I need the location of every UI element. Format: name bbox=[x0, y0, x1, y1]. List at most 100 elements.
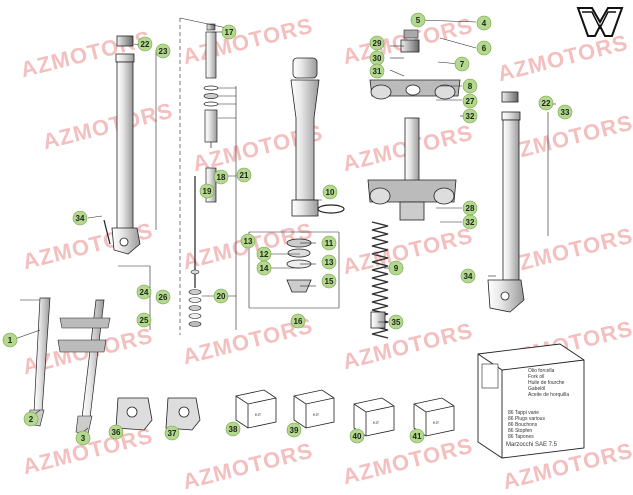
kit-box-text: KIT bbox=[313, 412, 320, 417]
callout-circle bbox=[388, 314, 404, 330]
callout-circle bbox=[369, 35, 385, 51]
callout-circle bbox=[476, 15, 492, 31]
callout-31: 31 bbox=[369, 63, 385, 79]
callout-circle bbox=[321, 273, 337, 289]
oil-label-line: Fork oil bbox=[528, 374, 545, 380]
callout-circle bbox=[462, 108, 478, 124]
kit-box-text: KIT bbox=[373, 420, 380, 425]
callout-9: 9 bbox=[388, 260, 404, 276]
callout-7: 7 bbox=[454, 56, 470, 72]
callout-number: 33 bbox=[561, 108, 570, 117]
callout-number: 4 bbox=[482, 19, 487, 28]
callout-circle bbox=[322, 184, 338, 200]
kit-box-text: KIT bbox=[433, 420, 440, 425]
right-fork-leg bbox=[487, 91, 525, 313]
callout-11: 11 bbox=[321, 235, 337, 251]
callout-circle bbox=[462, 214, 478, 230]
callout-number: 6 bbox=[482, 44, 487, 53]
oil-label-line: Aceite de horquilla bbox=[528, 392, 570, 398]
callout-41: 41 bbox=[409, 428, 425, 444]
callout-number: 37 bbox=[168, 429, 177, 438]
callout-circle bbox=[476, 40, 492, 56]
callout-number: 17 bbox=[225, 28, 234, 37]
callout-number: 27 bbox=[466, 97, 475, 106]
callout-number: 31 bbox=[373, 67, 382, 76]
callout-circle bbox=[155, 43, 171, 59]
callout-number: 1 bbox=[8, 336, 13, 345]
callout-12: 12 bbox=[256, 246, 272, 262]
callout-18: 18 bbox=[213, 169, 229, 185]
callout-34: 34 bbox=[72, 210, 88, 226]
callout-circle bbox=[155, 289, 171, 305]
callout-number: 15 bbox=[325, 277, 334, 286]
callout-circle bbox=[462, 78, 478, 94]
callout-number: 35 bbox=[392, 318, 401, 327]
callout-number: 32 bbox=[466, 112, 475, 121]
callout-number: 2 bbox=[29, 415, 34, 424]
callouts: 1234567891011121314151617181920212223242… bbox=[2, 12, 573, 446]
callout-number: 9 bbox=[394, 264, 399, 273]
callout-28: 28 bbox=[462, 200, 478, 216]
oil-label-line: Gabelöl bbox=[528, 386, 546, 392]
callout-circle bbox=[409, 428, 425, 444]
callout-13: 13 bbox=[240, 233, 256, 249]
callout-circle bbox=[2, 332, 18, 348]
callout-37: 37 bbox=[164, 425, 180, 441]
callout-22: 22 bbox=[137, 36, 153, 52]
callout-40: 40 bbox=[349, 428, 365, 444]
callout-circle bbox=[75, 430, 91, 446]
callout-number: 18 bbox=[217, 173, 226, 182]
callout-38: 38 bbox=[225, 421, 241, 437]
callout-circle bbox=[240, 233, 256, 249]
callout-number: 3 bbox=[81, 434, 86, 443]
callout-34: 34 bbox=[460, 268, 476, 284]
callout-number: 29 bbox=[373, 39, 382, 48]
callout-number: 12 bbox=[260, 250, 269, 259]
callout-circle bbox=[72, 210, 88, 226]
callout-circle bbox=[410, 12, 426, 28]
kit-box-text: KIT bbox=[255, 412, 262, 417]
callout-36: 36 bbox=[108, 424, 124, 440]
callout-circle bbox=[557, 104, 573, 120]
oil-box-label: Olio forcella Fork oil Huile de fourche … bbox=[528, 368, 578, 398]
callout-circle bbox=[462, 93, 478, 109]
callout-17: 17 bbox=[221, 24, 237, 40]
callout-circle bbox=[213, 288, 229, 304]
oil-box-caption: Marzocchi SAE 7.5 bbox=[506, 442, 558, 448]
leader-lines bbox=[11, 19, 556, 437]
callout-circle bbox=[164, 425, 180, 441]
callout-16: 16 bbox=[290, 313, 306, 329]
callout-circle bbox=[108, 424, 124, 440]
callout-number: 20 bbox=[217, 292, 226, 301]
oil-label-line: Huile de fourche bbox=[528, 380, 565, 386]
callout-number: 11 bbox=[325, 239, 334, 248]
callout-29: 29 bbox=[369, 35, 385, 51]
callout-3: 3 bbox=[75, 430, 91, 446]
kit-box-41: KIT bbox=[413, 397, 455, 437]
callout-number: 23 bbox=[159, 47, 168, 56]
callout-number: 22 bbox=[542, 99, 551, 108]
callout-number: 34 bbox=[76, 214, 85, 223]
callout-number: 22 bbox=[141, 40, 150, 49]
callout-19: 19 bbox=[199, 183, 215, 199]
oil-can-box bbox=[477, 343, 585, 459]
callout-32: 32 bbox=[462, 108, 478, 124]
callout-6: 6 bbox=[476, 40, 492, 56]
callout-number: 40 bbox=[353, 432, 362, 441]
callout-number: 34 bbox=[464, 272, 473, 281]
callout-circle bbox=[538, 95, 554, 111]
oil-list-line: 86 Stopfen bbox=[508, 428, 533, 434]
callout-39: 39 bbox=[286, 422, 302, 438]
kit-box-40: KIT bbox=[353, 397, 395, 437]
callout-4: 4 bbox=[476, 15, 492, 31]
callout-circle bbox=[221, 24, 237, 40]
callout-5: 5 bbox=[410, 12, 426, 28]
left-fork-leg bbox=[103, 35, 141, 255]
callout-number: 36 bbox=[112, 428, 121, 437]
oil-list-line: 86 Tappi varie bbox=[508, 410, 540, 416]
triple-clamps bbox=[367, 29, 461, 221]
callout-circle bbox=[236, 167, 252, 183]
callout-circle bbox=[256, 260, 272, 276]
